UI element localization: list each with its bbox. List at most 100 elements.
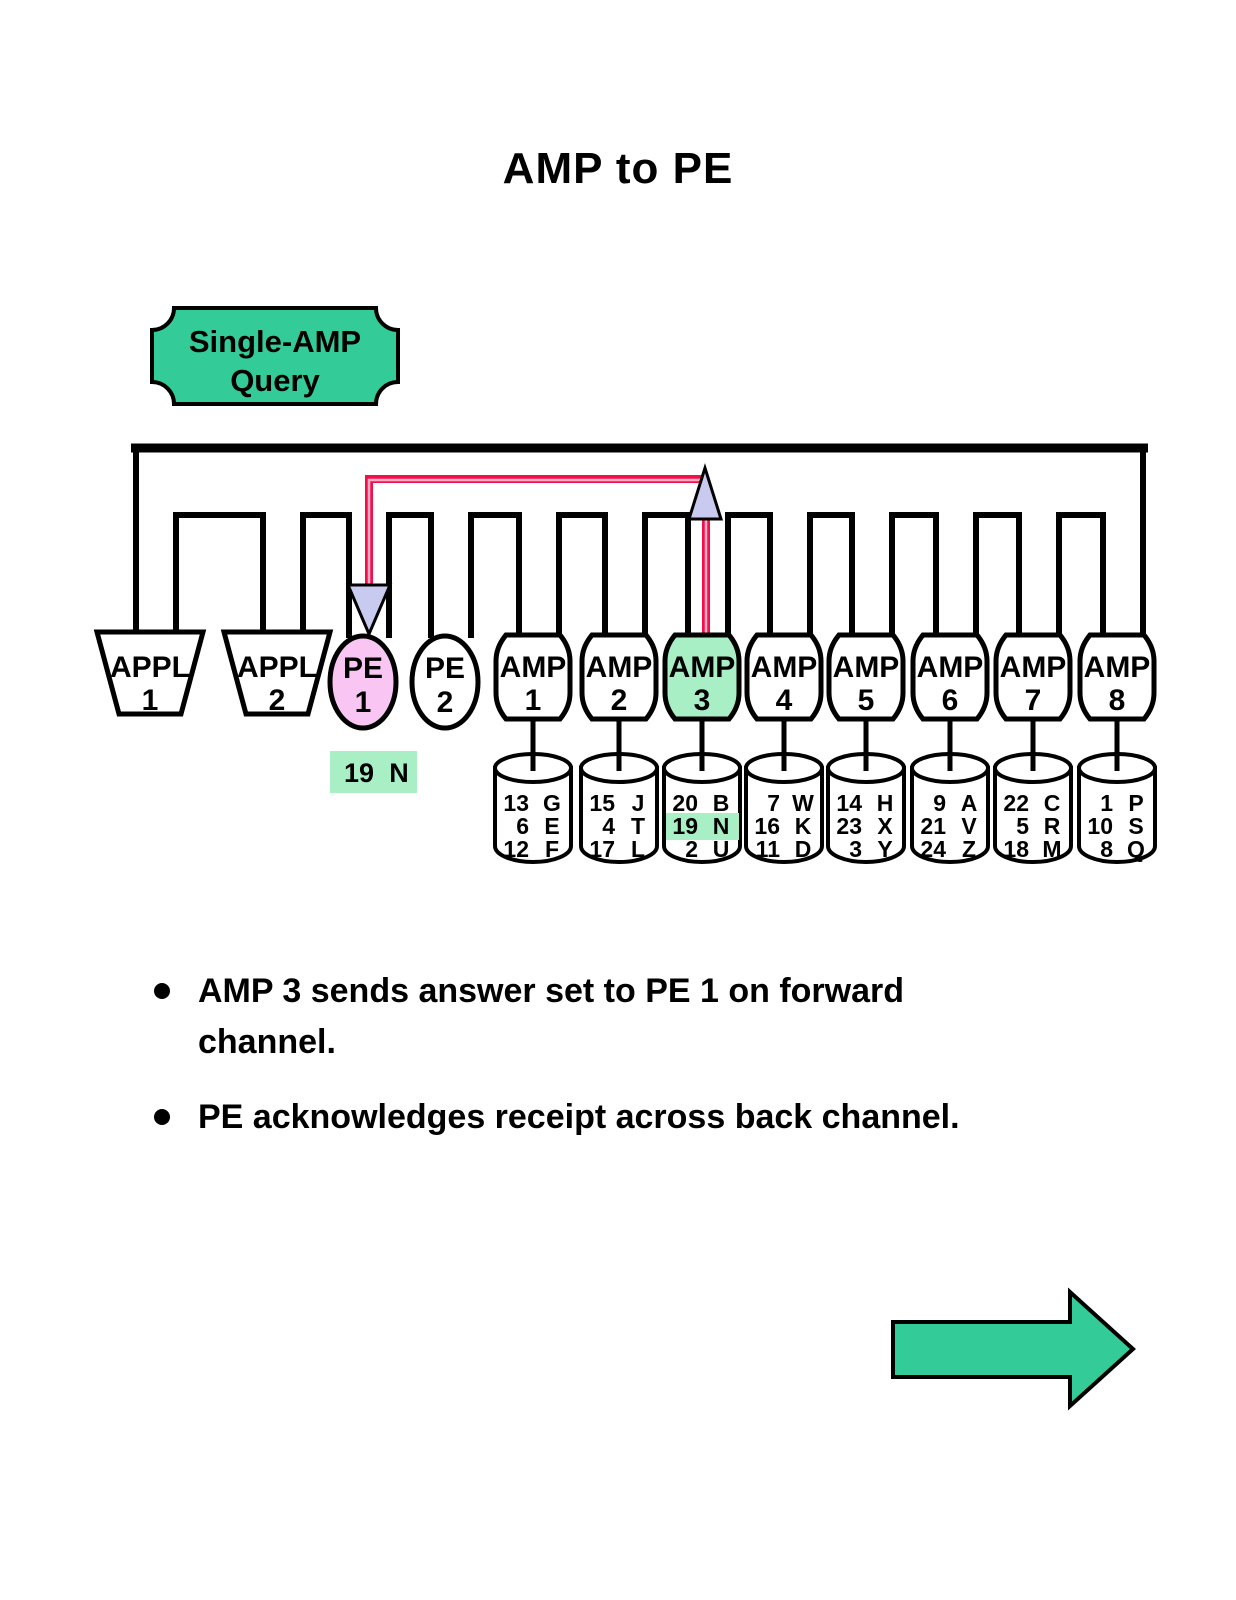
node-appl-1: APPL 1 [93,629,207,717]
row-letter: B [713,790,730,816]
row-number: 16 [754,813,780,839]
node-label: APPL [110,651,190,684]
node-amp-6: AMP 6 [910,632,990,722]
node-appl-2: APPL 2 [220,629,334,717]
row-letter: W [792,790,814,816]
amp-8-shape [1077,632,1157,722]
node-number: 1 [355,686,372,719]
row-letter: T [631,813,645,839]
disk-amp-3: 20 B 19 N 2 U [662,719,742,864]
query-box-label: Query [230,363,320,398]
node-amp-2: AMP 2 [579,632,659,722]
highlighted-row [666,813,739,840]
row-number: 15 [589,790,615,816]
pe-2-shape [409,633,481,731]
row-number: 9 [933,790,946,816]
page-title: AMP to PE [502,144,734,193]
query-box: Single-AMP Query [150,306,400,406]
row-number: 5 [1016,813,1029,839]
amp-4-shape [744,632,824,722]
node-label: AMP [586,651,653,684]
cylinder-body [826,766,906,864]
row-number: 17 [589,836,615,862]
ack-arrowhead-down-icon [345,583,393,638]
node-amp-8: AMP 8 [1077,632,1157,722]
node-label: PE [343,652,383,685]
row-letter: P [1128,790,1143,816]
row-number: 14 [836,790,862,816]
row-number: 18 [1003,836,1029,862]
node-label: AMP [1000,651,1067,684]
row-letter: K [795,813,812,839]
row-letter: D [795,836,812,862]
bullet-text: AMP 3 sends answer set to PE 1 on forwar… [198,972,905,1061]
amp-3-shape [662,632,742,722]
row-number: 7 [767,790,780,816]
row-letter: Y [877,836,892,862]
appl-1-shape [93,629,207,717]
amp-7-shape [993,632,1073,722]
row-number: 3 [849,836,862,862]
appl-2-shape [220,629,334,717]
row-letter: A [961,790,978,816]
row-letter: R [1044,813,1061,839]
row-number: 2 [685,836,698,862]
cylinder-body [910,766,990,864]
row-letter: L [631,836,645,862]
amp-5-shape [826,632,906,722]
row-number: 23 [836,813,862,839]
row-letter: J [632,790,645,816]
node-label: AMP [917,651,984,684]
node-number: 7 [1025,684,1042,717]
next-arrow-icon [891,1287,1136,1411]
bynet-bus-lines [133,444,1146,638]
row-letter: X [877,813,893,839]
bullet-list: AMP 3 sends answer set to PE 1 on forwar… [152,966,1012,1167]
answer-path-core [367,478,708,633]
pe-1-shape [327,633,399,731]
row-number: 19 [672,813,698,839]
disk-amp-4: 7 W 16 K 11 D [744,719,824,864]
cylinder-body [1077,766,1157,864]
node-number: 2 [437,686,454,719]
bullet-text: PE acknowledges receipt across back chan… [198,1098,960,1136]
bullet-dot-icon [154,1109,170,1125]
answer-path [365,475,710,635]
forward-arrowhead-up-icon [686,462,724,521]
bullet-item: PE acknowledges receipt across back chan… [152,1092,1012,1143]
row-number: 1 [1100,790,1113,816]
row-number: 10 [1087,813,1113,839]
disk-amp-7: 22 C 5 R 18 M [993,719,1073,864]
query-box-label: Single-AMP [189,324,361,359]
result-highlight [330,751,417,793]
disk-amp-8: 1 P 10 S 8 Q [1077,719,1157,864]
amp-1-shape [493,632,573,722]
node-amp-1: AMP 1 [493,632,573,722]
result-letter: N [389,758,409,788]
cylinder-body [493,766,573,864]
node-label: AMP [500,651,567,684]
row-letter: S [1128,813,1143,839]
query-box-shape [150,306,400,406]
node-number: 8 [1109,684,1126,717]
row-letter: N [713,813,730,839]
row-letter: M [1042,836,1061,862]
bullet-item: AMP 3 sends answer set to PE 1 on forwar… [152,966,1012,1068]
row-number: 4 [602,813,615,839]
node-number: 4 [776,684,793,717]
node-amp-4: AMP 4 [744,632,824,722]
node-number: 2 [269,684,286,717]
disk-amp-2: 15 J 4 T 17 L [579,719,659,864]
node-number: 1 [525,684,542,717]
bullet-dot-icon [154,983,170,999]
row-number: 21 [920,813,946,839]
node-number: 6 [942,684,959,717]
node-pe-2: PE 2 [409,633,481,731]
amp-6-shape [910,632,990,722]
node-amp-5: AMP 5 [826,632,906,722]
node-label: AMP [669,651,736,684]
disk-amp-5: 14 H 23 X 3 Y [826,719,906,864]
row-number: 20 [672,790,698,816]
